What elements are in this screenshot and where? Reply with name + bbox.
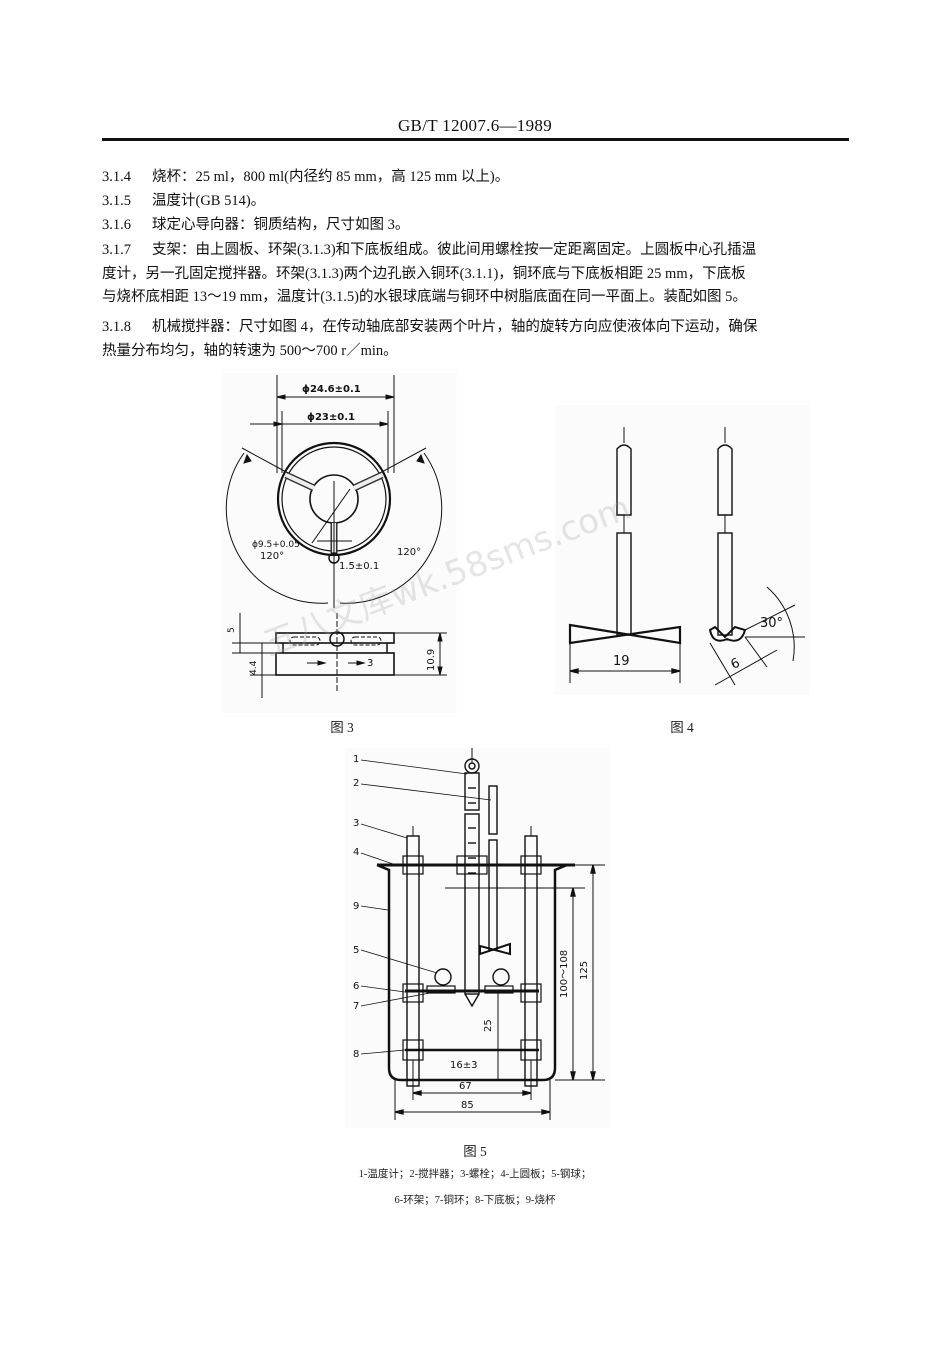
figure-3-caption: 图 3: [330, 720, 354, 735]
paragraph-text: 支架：由上圆板、环架(3.1.3)和下底板组成。彼此间用螺栓按一定距离固定。上圆…: [152, 242, 757, 258]
callout-3: 3: [353, 818, 359, 829]
callout-9: 9: [353, 901, 359, 912]
dim-slot-width: 1.5±0.1: [339, 561, 379, 572]
section-number: 3.1.7: [102, 242, 131, 258]
paragraph-3-1-8: 3.1.8 机械搅拌器：尺寸如图 4，在传动轴底部安装两个叶片，轴的旋转方向应使液…: [102, 316, 850, 363]
dim-plate-to-bottom: 16±3: [450, 1060, 477, 1071]
angle-left: 120°: [260, 551, 284, 562]
dim-outer-diameter: ϕ24.6±0.1: [302, 384, 361, 395]
paragraph-text: 温度计(GB 514)。: [152, 193, 266, 209]
paragraph-3-1-7: 3.1.7 支架：由上圆板、环架(3.1.3)和下底板组成。彼此间用螺栓按一定距离…: [102, 239, 850, 310]
figure-5-legend-line-1: 1-温度计；2-搅拌器；3-螺栓；4-上圆板；5-钢球；: [358, 1169, 592, 1180]
callout-1: 1: [353, 754, 359, 765]
paragraph-text: 与烧杯底相距 13～19 mm，温度计(3.1.5)的水银球底端与铜环中树脂底面…: [102, 289, 747, 305]
paragraph-text: 度计，另一孔固定搅拌器。环架(3.1.3)两个边孔嵌入铜环(3.1.1)，铜环底…: [102, 265, 746, 282]
callout-7: 7: [353, 1001, 359, 1012]
section-number: 3.1.8: [102, 319, 131, 335]
dim-beaker-height: 125: [579, 961, 590, 980]
angle-right: 120°: [397, 547, 421, 558]
paragraph-text: 机械搅拌器：尺寸如图 4，在传动轴底部安装两个叶片，轴的旋转方向应使液体向下运动…: [152, 319, 758, 335]
dim-height-bottom: 4.4: [249, 660, 259, 675]
dim-inner-diameter: ϕ23±0.1: [307, 412, 355, 423]
figure-5-assembly: 25 16±3 67 85 100～108 125 1 2 3 4: [345, 748, 610, 1128]
dim-gap: 3: [367, 658, 373, 669]
dim-ring-to-plate: 25: [483, 1019, 494, 1032]
section-number: 3.1.6: [102, 217, 131, 233]
section-number: 3.1.5: [102, 193, 131, 209]
callout-8: 8: [353, 1049, 359, 1060]
dim-height-range: 100～108: [559, 950, 570, 998]
figure-4-stirrer: 19 30° 6: [555, 405, 810, 695]
header-rule: [102, 138, 849, 141]
callout-2: 2: [353, 778, 359, 789]
dim-blade-span: 19: [613, 654, 630, 669]
callout-4: 4: [353, 847, 359, 858]
paragraph-text: 球定心导向器：铜质结构，尺寸如图 3。: [152, 217, 410, 233]
paragraph-text: 烧杯：25 ml，800 ml(内径约 85 mm，高 125 mm 以上)。: [152, 169, 510, 185]
figure-5-legend-line-2: 6-环架；7-铜环；8-下底板；9-烧杯: [394, 1195, 556, 1206]
paragraph-3-1-4: 3.1.4 烧杯：25 ml，800 ml(内径约 85 mm，高 125 mm …: [102, 166, 850, 190]
paragraph-3-1-6: 3.1.6 球定心导向器：铜质结构，尺寸如图 3。: [102, 214, 850, 238]
callout-6: 6: [353, 981, 359, 992]
dim-center-hole: ϕ9.5+0.05: [252, 540, 300, 550]
dim-height-top: 5: [227, 627, 237, 633]
figure-4-caption: 图 4: [670, 720, 694, 735]
dim-total-height: 10.9: [426, 649, 437, 671]
callout-5: 5: [353, 945, 359, 956]
paragraph-3-1-5: 3.1.5 温度计(GB 514)。: [102, 190, 850, 214]
dim-blade-angle: 30°: [760, 616, 783, 631]
figure-3-centering-guide: ϕ24.6±0.1 ϕ23±0.1 ϕ9.5+0.05 120° 120° 1.…: [222, 373, 457, 713]
figure-5-caption: 图 5: [463, 1144, 487, 1159]
paragraph-text: 热量分布均匀，轴的转速为 500～700 r／min。: [102, 342, 398, 359]
dim-beaker-width: 85: [461, 1100, 474, 1111]
dim-bolt-spacing: 67: [459, 1081, 472, 1092]
document-header-title: GB/T 12007.6—1989: [397, 116, 553, 135]
section-number: 3.1.4: [102, 169, 131, 185]
